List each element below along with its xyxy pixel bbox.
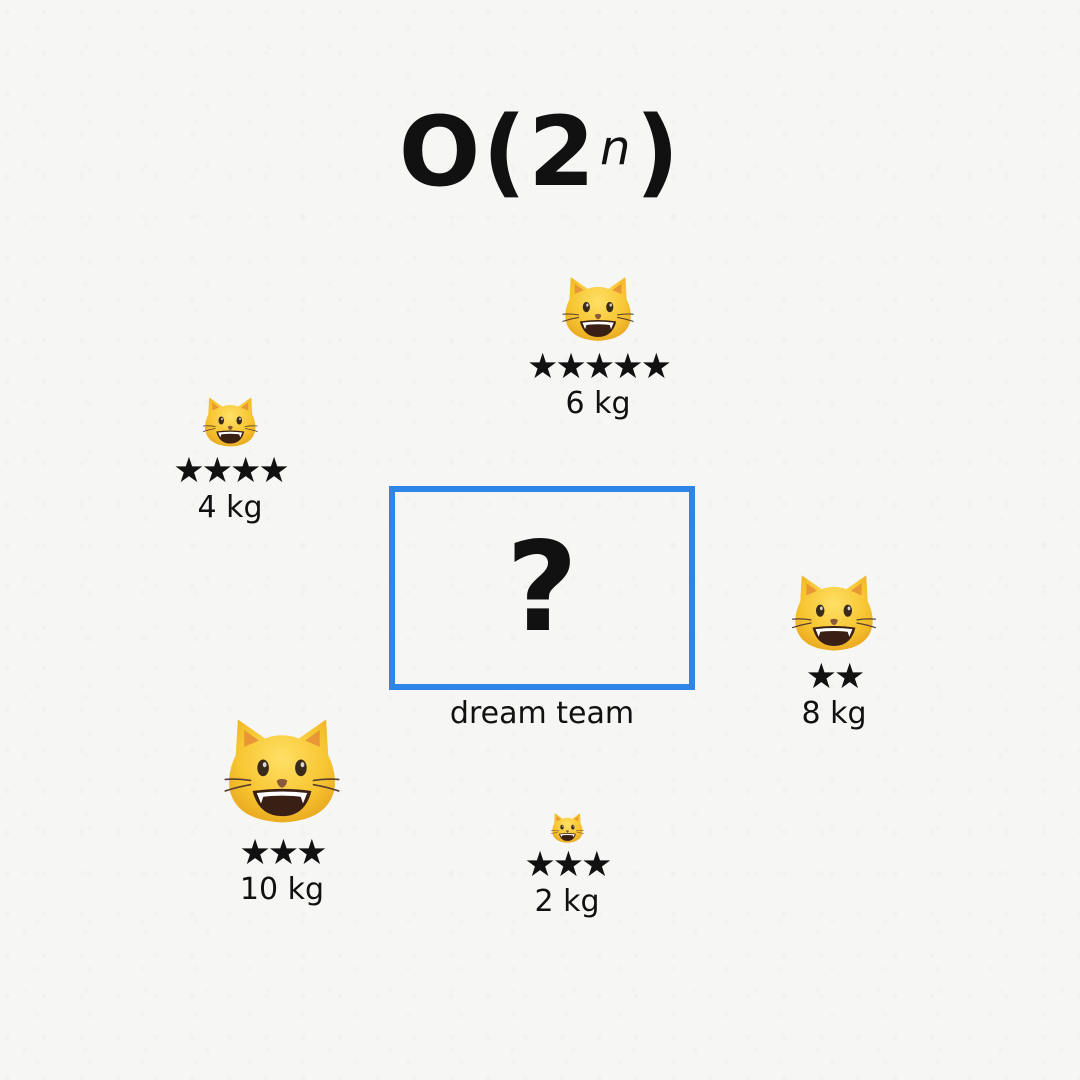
question-mark: ?: [506, 516, 578, 660]
dream-team-box[interactable]: ?: [389, 486, 695, 690]
cat-card-2kg[interactable]: ★★★ 2 kg: [524, 810, 613, 920]
cat-weight: 8 kg: [801, 696, 867, 731]
grinning-cat-face-icon: [549, 810, 585, 846]
star-rating: ★★★★★: [527, 347, 672, 387]
title-exponent: n: [599, 120, 633, 176]
cat-weight: 4 kg: [197, 490, 263, 525]
star-rating: ★★: [805, 657, 866, 697]
dream-team-label: dream team: [449, 696, 635, 731]
cat-weight: 10 kg: [239, 872, 325, 907]
cat-card-4kg[interactable]: ★★★★ 4 kg: [173, 392, 290, 526]
complexity-title: O(2n): [0, 92, 1080, 212]
title-base: O(2: [398, 96, 597, 208]
cat-weight: 6 kg: [565, 386, 631, 421]
grinning-cat-face-icon: [559, 270, 637, 348]
star-rating: ★★★: [524, 845, 612, 885]
cat-card-6kg[interactable]: ★★★★★ 6 kg: [527, 270, 672, 422]
grinning-cat-face-icon: [788, 568, 880, 658]
grinning-cat-face-icon: [219, 708, 345, 834]
star-rating: ★★★★: [173, 451, 290, 491]
title-close: ): [635, 96, 682, 208]
cat-card-10kg[interactable]: ★★★ 10 kg: [219, 708, 345, 908]
cat-card-8kg[interactable]: ★★ 8 kg: [788, 568, 880, 732]
star-rating: ★★★: [239, 833, 327, 873]
grinning-cat-face-icon: [200, 392, 260, 452]
cat-weight: 2 kg: [534, 884, 600, 919]
